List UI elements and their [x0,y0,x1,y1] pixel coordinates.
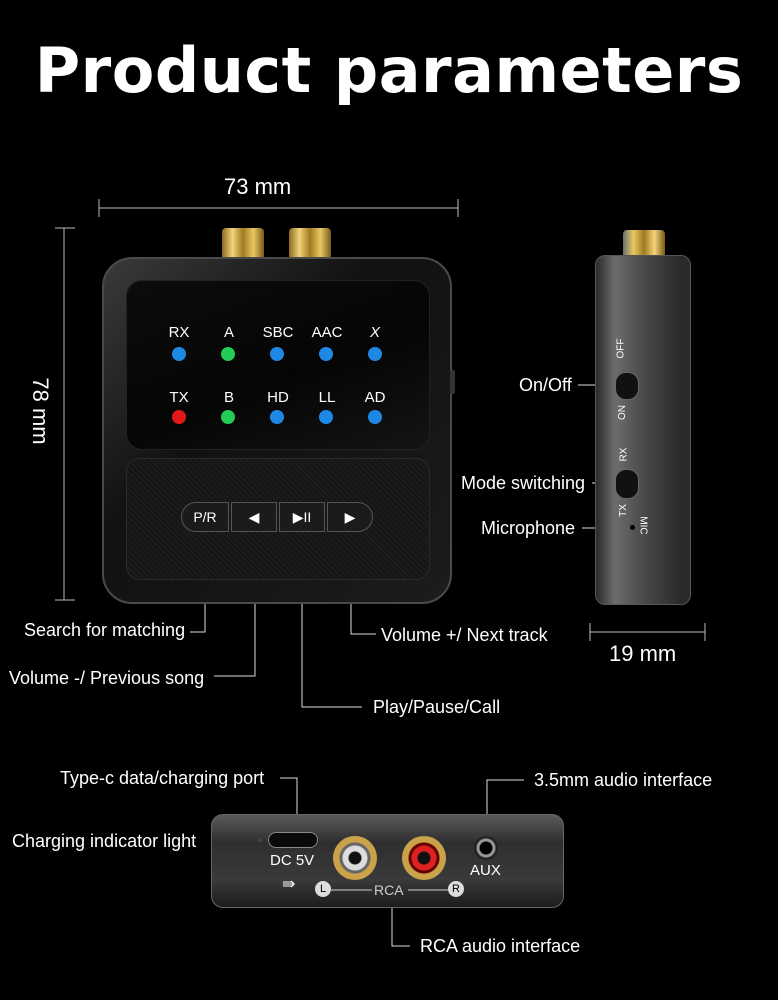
led-ll [319,410,333,424]
mic-hole [630,525,635,530]
right-channel-badge: R [448,881,464,897]
led-hd [270,410,284,424]
depth-dimension: 19 mm [609,641,677,666]
play-pause-button[interactable]: ▶II [279,502,325,532]
led-label-tx: TX [169,389,189,406]
callout-audio35: 3.5mm audio interface [534,770,713,790]
callout-mic: Microphone [481,518,576,538]
power-switch[interactable] [615,372,639,400]
callout-on-off: On/Off [519,375,572,395]
callout-rca: RCA audio interface [420,936,581,956]
led-sbc [270,347,284,361]
led-label-sbc: SBC [262,324,294,341]
device-bottom [211,814,564,908]
led-x [368,347,382,361]
led-label-aac: AAC [311,324,343,341]
aux-jack [474,836,498,860]
led-aac [319,347,333,361]
rca-jack-top-right [289,228,331,260]
rca-jack-top-left [222,228,264,260]
prev-button[interactable]: ◀ [231,502,277,532]
width-dimension: 73 mm [224,174,292,199]
led-a [221,347,235,361]
led-label-b: B [223,389,234,406]
usb-c-port [268,832,318,848]
callout-play-pause: Play/Pause/Call [373,697,501,717]
usb-icon: ⇛ [282,876,296,893]
led-label-rx: RX [168,324,190,341]
rca-left-jack [333,836,377,880]
page-title: Product parameters [34,34,744,107]
rca-right-jack [402,836,446,880]
rca-label: RCA [374,882,404,898]
aux-label: AUX [470,862,501,879]
callout-typec: Type-c data/charging port [60,768,265,788]
pr-button[interactable]: P/R [181,502,229,532]
charging-led [258,838,262,842]
led-ad [368,410,382,424]
mode-switch[interactable] [615,469,639,499]
left-channel-badge: L [315,881,331,897]
next-button[interactable]: ▶ [327,502,373,532]
led-tx [172,410,186,424]
led-label-a: A [223,324,234,341]
led-label-x: X [369,324,380,341]
led-label-ll: LL [318,389,336,406]
callout-volume-next: Volume +/ Next track [381,625,548,645]
button-area [126,458,430,580]
side-rca-jack [623,230,665,258]
callout-mode: Mode switching [461,473,586,493]
led-rx [172,347,186,361]
side-button-nub [450,370,455,394]
led-label-hd: HD [267,389,289,406]
device-side [595,255,691,605]
callout-volume-prev: Volume -/ Previous song [9,668,205,688]
led-label-ad: AD [364,389,386,406]
dc-label: DC 5V [270,852,315,869]
callout-charging: Charging indicator light [12,831,197,851]
callout-search: Search for matching [24,620,186,640]
led-b [221,410,235,424]
